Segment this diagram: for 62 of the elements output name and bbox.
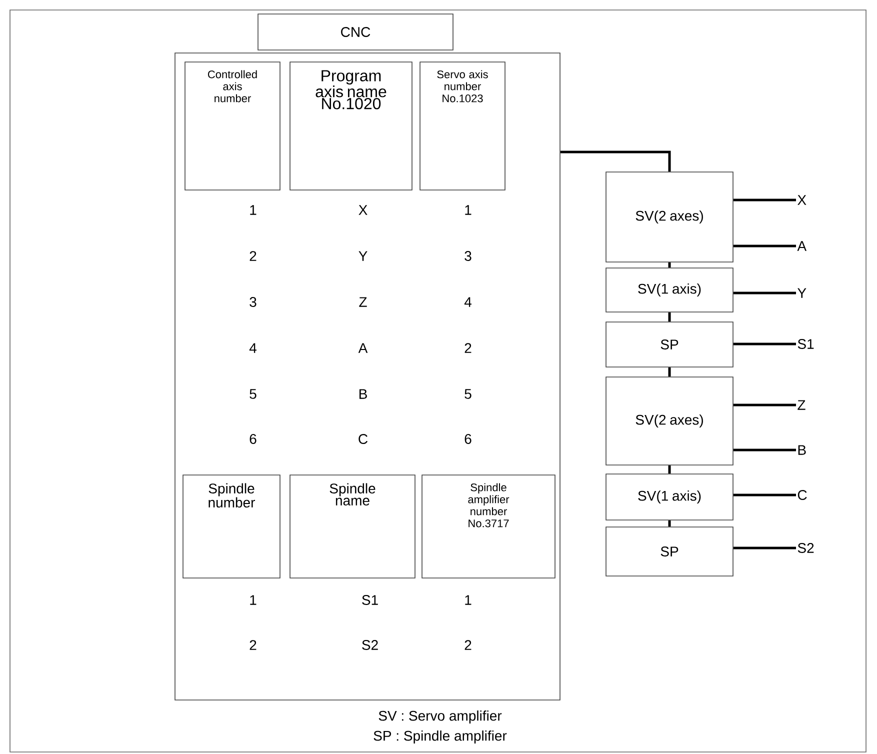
- connector-line: [733, 292, 796, 294]
- header-box: Spindle number: [182, 474, 280, 578]
- connector-line: [733, 546, 796, 550]
- table-value: 2: [464, 640, 472, 650]
- table-value: 5: [250, 389, 256, 399]
- legend-note: SV : Servo amplifier: [378, 710, 502, 724]
- connector-line: [733, 448, 796, 452]
- table-value: 2: [250, 640, 256, 650]
- table-value: 1: [465, 595, 472, 605]
- table-value: C: [358, 434, 368, 444]
- cnc-panel: [174, 52, 560, 700]
- axis-label: Z: [798, 400, 806, 410]
- amplifier-box: SV(1 axis): [606, 474, 734, 520]
- axis-label: C: [798, 490, 807, 500]
- amplifier-box: SV(2 axes): [606, 376, 734, 466]
- table-value: 4: [464, 297, 472, 307]
- table-value: 4: [249, 343, 256, 353]
- connector-line: [733, 494, 796, 496]
- legend-note: SP : Spindle amplifier: [374, 730, 507, 744]
- connector-line: [733, 198, 796, 202]
- header-box: Spindle name: [290, 474, 416, 578]
- connector-line: [668, 465, 671, 474]
- table-value: Z: [359, 297, 367, 307]
- axis-label: X: [798, 195, 806, 205]
- connector-line: [668, 367, 671, 377]
- table-value: 3: [464, 251, 472, 261]
- header-box: Servo axis number No.1023: [420, 62, 506, 190]
- table-value: 2: [250, 251, 256, 261]
- amplifier-box: SV(2 axes): [606, 172, 734, 262]
- table-value: 6: [250, 434, 256, 444]
- table-value: 1: [250, 205, 256, 215]
- connector-line: [733, 244, 796, 248]
- table-value: B: [359, 389, 367, 399]
- table-value: S2: [362, 640, 378, 650]
- axis-label: B: [798, 445, 806, 455]
- table-value: Y: [358, 251, 368, 261]
- amplifier-box: SV(1 axis): [606, 268, 734, 312]
- axis-label: S1: [798, 339, 814, 349]
- header-box: Spindle amplifier number No.3717: [422, 474, 556, 578]
- amplifier-box: SP: [606, 322, 734, 368]
- header-box: Program axis name No.1020: [290, 62, 412, 190]
- axis-label: A: [797, 241, 807, 251]
- header-box: Controlled axis number: [184, 62, 280, 190]
- amplifier-box: SP: [606, 526, 734, 576]
- table-value: 5: [464, 389, 472, 399]
- table-value: 3: [250, 297, 256, 307]
- table-value: 2: [464, 343, 472, 353]
- connector-line: [560, 150, 671, 172]
- table-value: A: [358, 343, 368, 353]
- connector-line: [733, 404, 796, 406]
- axis-label: Y: [798, 288, 806, 298]
- connector-line: [733, 342, 796, 346]
- connector-line: [668, 262, 671, 268]
- axis-label: S2: [798, 543, 814, 553]
- table-value: 1: [250, 595, 256, 605]
- table-value: 1: [465, 205, 472, 215]
- table-value: S1: [362, 595, 378, 605]
- connector-line: [668, 520, 671, 527]
- table-value: X: [358, 205, 368, 215]
- connector-line: [668, 312, 671, 322]
- cnc-box: CNC: [258, 14, 454, 50]
- table-value: 6: [464, 434, 472, 444]
